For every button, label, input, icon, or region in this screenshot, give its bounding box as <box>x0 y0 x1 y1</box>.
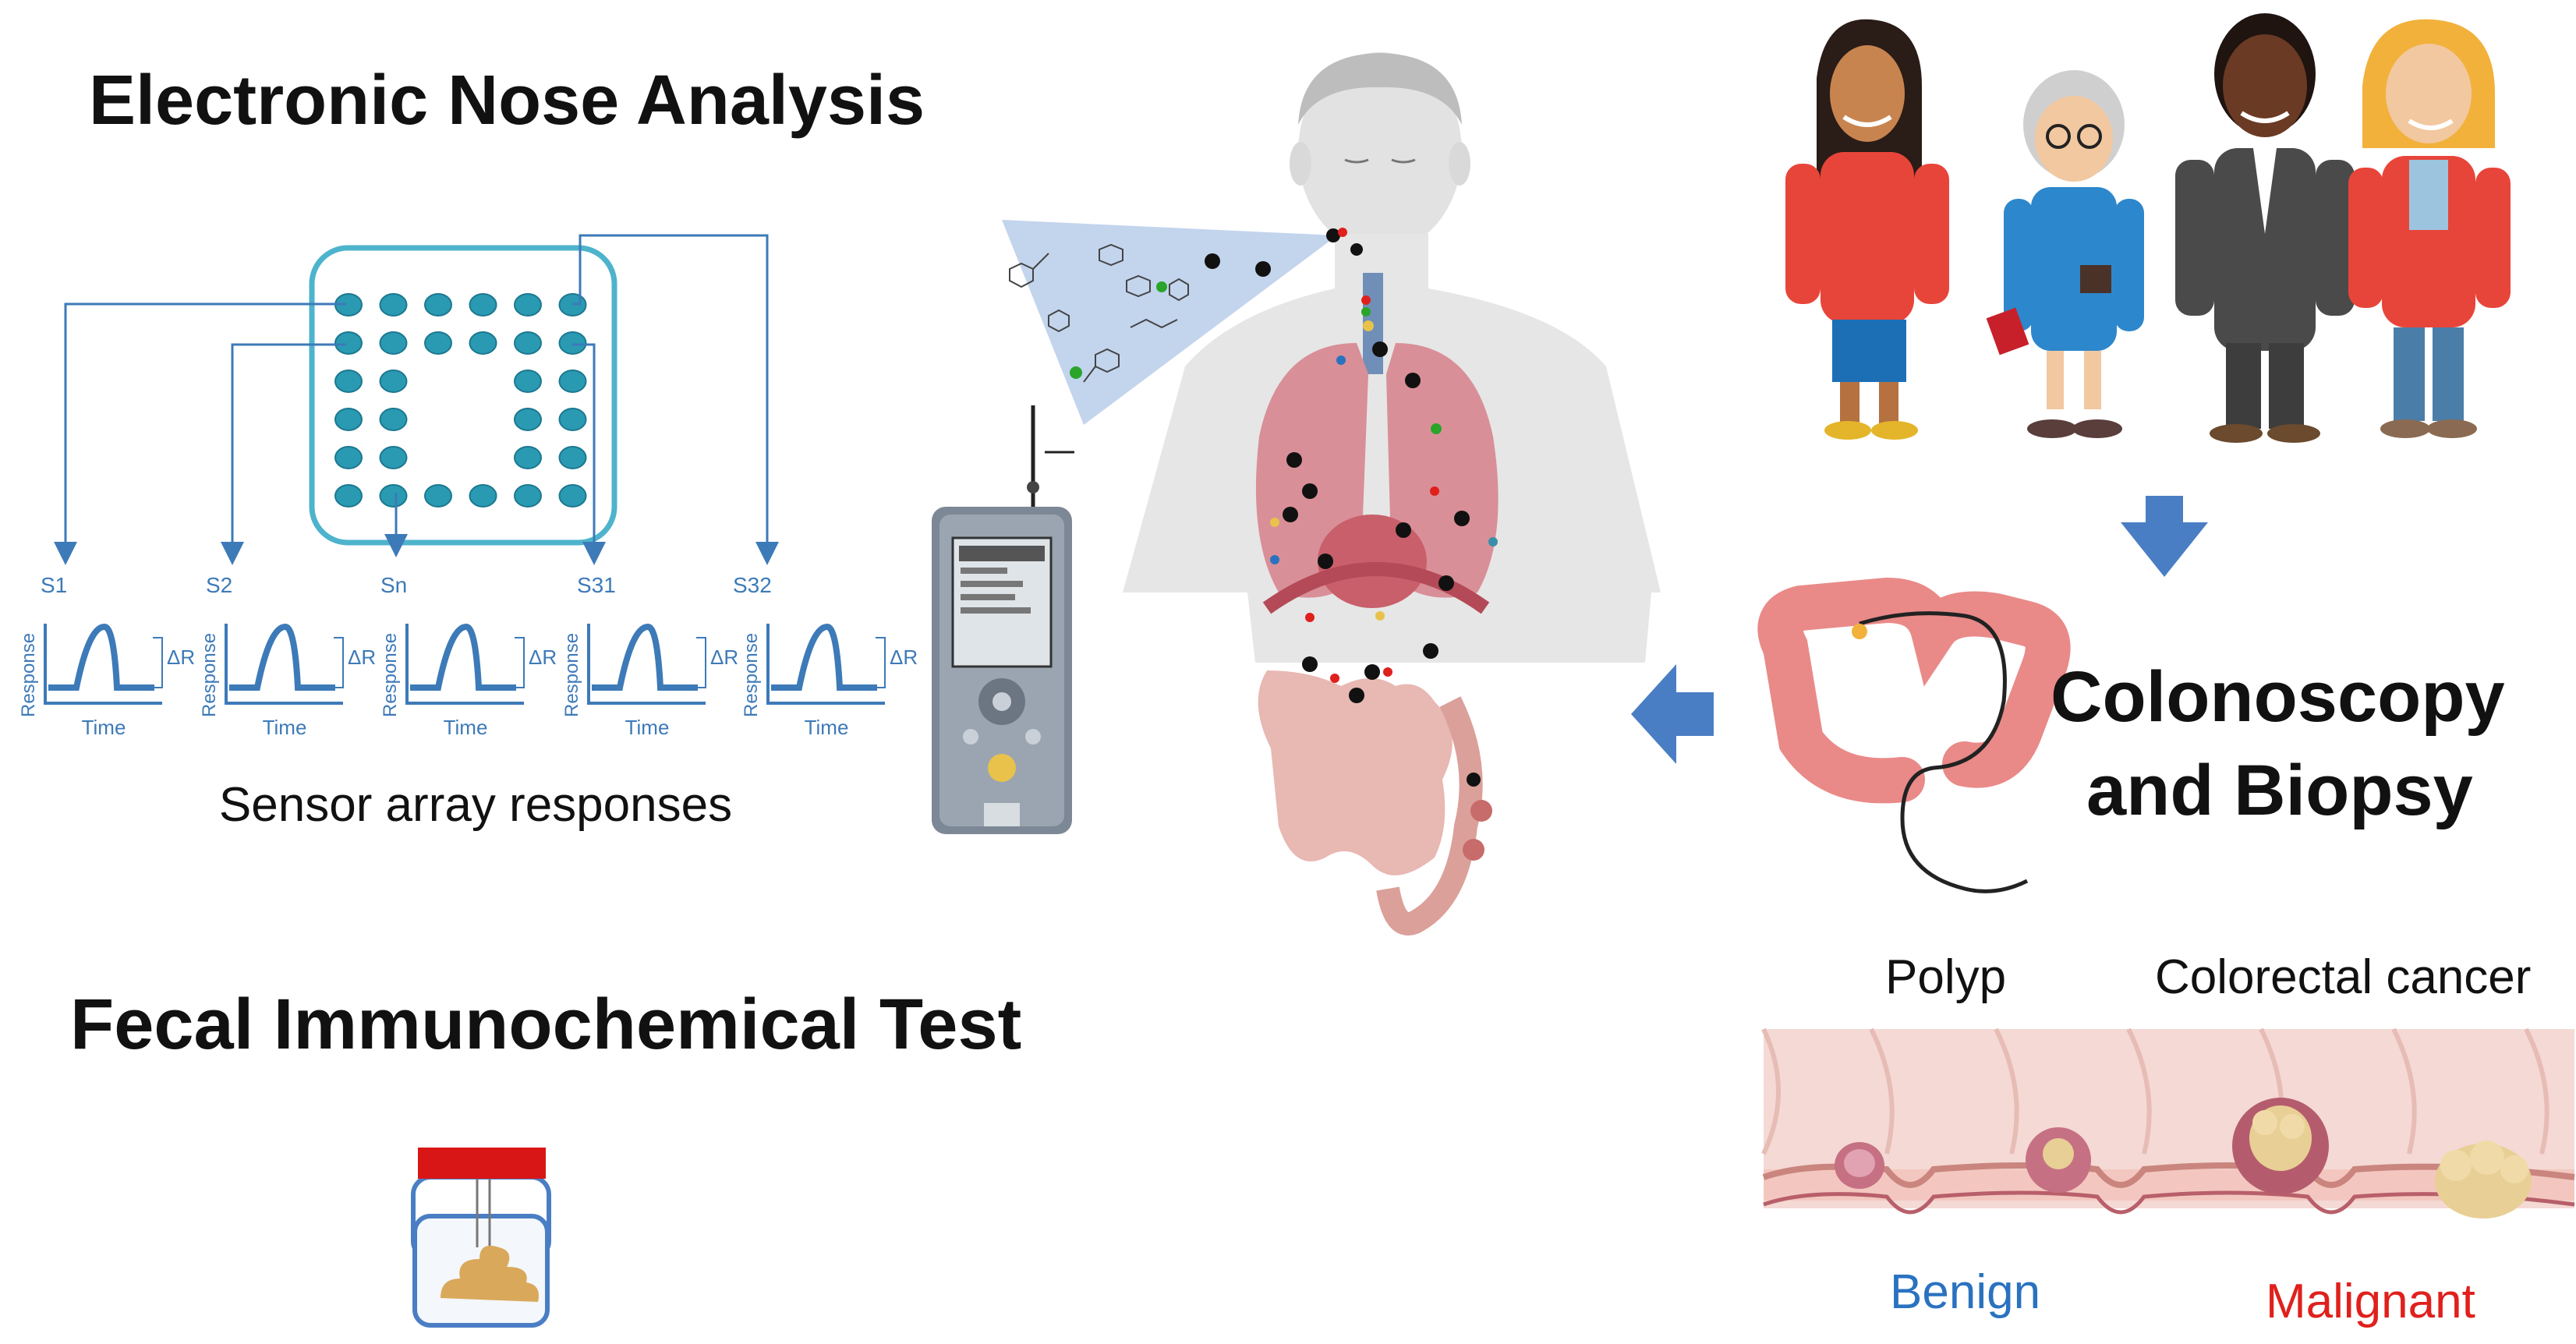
response-curve <box>410 623 516 691</box>
sensor-dot <box>379 484 408 508</box>
sensor-dot <box>514 408 542 431</box>
sensor-array-caption: Sensor array responses <box>219 778 732 832</box>
person-woman-blonde <box>2348 19 2511 438</box>
person-woman-red <box>1785 19 1949 440</box>
plot-axes <box>766 624 885 705</box>
sensor-dot <box>424 484 452 508</box>
delta-r-label: ΔR <box>529 645 557 669</box>
sensor-dot <box>469 331 497 355</box>
x-axis-label: Time <box>444 716 488 739</box>
sensor-chip <box>309 245 617 546</box>
delta-bracket <box>515 637 525 688</box>
enose-heading: Electronic Nose Analysis <box>89 62 925 140</box>
benign-label: Benign <box>1890 1265 2041 1319</box>
y-axis-label: Response <box>18 633 39 717</box>
x-axis-label: Time <box>263 716 307 739</box>
delta-bracket <box>334 637 344 688</box>
response-curve <box>48 623 154 691</box>
plot-axes <box>44 624 162 705</box>
fit-sample-jar <box>411 1148 551 1328</box>
colon-illustration <box>1757 577 2071 893</box>
delta-r-label: ΔR <box>710 645 738 669</box>
sensor-dot <box>514 331 542 355</box>
sensor-dot <box>379 446 408 469</box>
plot-axes <box>225 624 343 705</box>
delta-r-label: ΔR <box>890 645 918 669</box>
colorectal-cancer-label: Colorectal cancer <box>2155 950 2532 1004</box>
malignant-label: Malignant <box>2266 1275 2475 1328</box>
patient-group-illustration <box>1785 13 2511 443</box>
sensor-dot <box>334 484 363 508</box>
sensor-dot <box>514 293 542 317</box>
delta-bracket <box>696 637 706 688</box>
person-elderly-woman <box>1986 70 2144 438</box>
sensor-dot <box>424 331 452 355</box>
sensor-id-label: Sn <box>380 573 407 597</box>
colonoscopy-heading-line1: Colonoscopy <box>2051 657 2505 737</box>
sensor-id-label: S32 <box>733 573 772 597</box>
polyp-label: Polyp <box>1885 950 2007 1004</box>
sensor-dot <box>514 484 542 508</box>
sensor-dot <box>334 370 363 393</box>
sensor-dot <box>514 370 542 393</box>
sensor-dot <box>469 293 497 317</box>
response-curve <box>229 623 335 691</box>
sensor-dot <box>334 446 363 469</box>
fit-heading: Fecal Immunochemical Test <box>70 985 1022 1064</box>
y-axis-label: Response <box>741 633 762 717</box>
x-axis-label: Time <box>805 716 849 739</box>
x-axis-label: Time <box>82 716 126 739</box>
sensor-dot-grid <box>334 293 587 508</box>
down-arrow <box>2121 496 2208 577</box>
sensor-dot <box>514 446 542 469</box>
delta-r-label: ΔR <box>348 645 376 669</box>
sensor-response-plots: S1ΔRResponseTimeS2ΔRResponseTimeSnΔRResp… <box>18 573 918 739</box>
sensor-dot <box>379 293 408 317</box>
sensor-dot <box>424 293 452 317</box>
left-arrow <box>1631 664 1714 764</box>
person-man-suit <box>2175 13 2355 443</box>
response-curve <box>771 623 877 691</box>
delta-bracket <box>153 637 163 688</box>
sensor-dot <box>558 484 587 508</box>
sensor-id-label: S1 <box>41 573 67 597</box>
sensor-dot <box>558 331 587 355</box>
delta-r-label: ΔR <box>167 645 195 669</box>
sensor-dot <box>558 408 587 431</box>
sensor-id-label: S31 <box>577 573 616 597</box>
response-curve <box>592 623 698 691</box>
voc-dots <box>1270 228 1498 787</box>
enose-device <box>932 405 1074 834</box>
sensor-dot <box>334 408 363 431</box>
human-body-illustration <box>1123 52 1661 935</box>
sensor-dot <box>379 331 408 355</box>
y-axis-label: Response <box>380 633 401 717</box>
delta-bracket <box>876 637 886 688</box>
sensor-connectors <box>54 234 779 565</box>
breath-cone <box>1002 220 1337 425</box>
x-axis-label: Time <box>625 716 670 739</box>
plot-axes <box>405 624 524 705</box>
sensor-dot <box>334 331 363 355</box>
sensor-dot <box>379 370 408 393</box>
y-axis-label: Response <box>199 633 220 717</box>
sensor-dot <box>558 370 587 393</box>
plot-axes <box>587 624 706 705</box>
sensor-dot <box>558 446 587 469</box>
colonoscopy-heading-line2: and Biopsy <box>2086 751 2473 830</box>
sensor-dot <box>469 484 497 508</box>
intestinal-wall-cross-section <box>1761 1027 2575 1218</box>
sensor-dot <box>379 408 408 431</box>
sensor-id-label: S2 <box>206 573 232 597</box>
y-axis-label: Response <box>561 633 582 717</box>
